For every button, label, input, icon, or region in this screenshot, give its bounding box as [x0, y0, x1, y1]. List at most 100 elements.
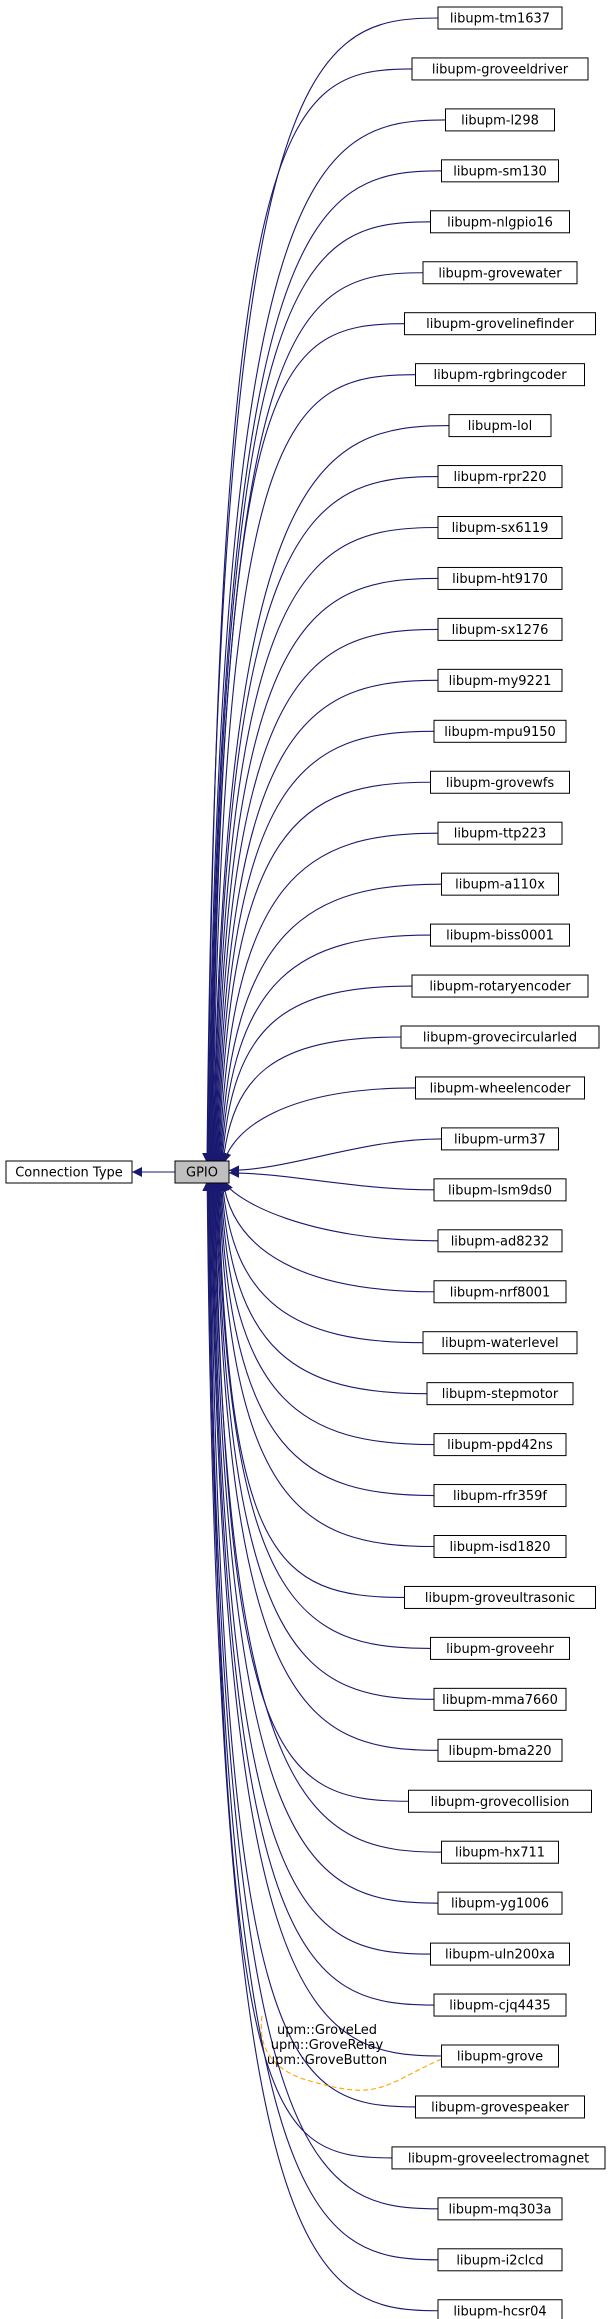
edge-libupm-my9221-gpio [212, 679, 439, 1164]
node-libupm-lol[interactable]: libupm-lol [448, 414, 552, 438]
node-libupm-tm1637[interactable]: libupm-tm1637 [437, 6, 563, 30]
node-libupm-waterlevel[interactable]: libupm-waterlevel [422, 1331, 578, 1355]
node-libupm-rfr359f[interactable]: libupm-rfr359f [433, 1484, 567, 1508]
node-libupm-mma7660[interactable]: libupm-mma7660 [433, 1687, 567, 1711]
node-libupm-rfr359f-box [433, 1484, 567, 1508]
node-libupm-grovelinefinder[interactable]: libupm-grovelinefinder [404, 312, 596, 336]
edge-libupm-ht9170-gpio [210, 577, 439, 1164]
node-libupm-groveultrasonic[interactable]: libupm-groveultrasonic [404, 1585, 596, 1609]
node-libupm-isd1820-box [433, 1535, 567, 1558]
node-libupm-grovecollision-label: libupm-grovecollision [431, 1795, 570, 1810]
edge-libupm-hcsr04-gpio [202, 1180, 439, 2312]
edge-libupm-stepmotor-gpio [217, 1180, 428, 1395]
node-libupm-ttp223[interactable]: libupm-ttp223 [437, 821, 563, 845]
node-libupm-yg1006[interactable]: libupm-yg1006 [437, 1891, 563, 1915]
edge-libupm-grove-gpio [206, 1180, 442, 2057]
node-libupm-groveultrasonic-label: libupm-groveultrasonic [425, 1591, 575, 1606]
node-libupm-ppd42ns[interactable]: libupm-ppd42ns [433, 1433, 567, 1457]
edge-libupm-ttp223-gpio [215, 832, 439, 1164]
node-libupm-rotaryencoder-label: libupm-rotaryencoder [429, 980, 571, 995]
node-libupm-isd1820[interactable]: libupm-isd1820 [433, 1535, 567, 1558]
node-libupm-grovewfs-box [430, 770, 570, 794]
node-libupm-sx6119-box [437, 516, 563, 539]
node-libupm-hcsr04[interactable]: libupm-hcsr04 [437, 2299, 563, 2319]
node-libupm-grovewfs[interactable]: libupm-grovewfs [430, 770, 570, 794]
node-libupm-bma220-box [437, 1738, 563, 1762]
node-libupm-nrf8001[interactable]: libupm-nrf8001 [433, 1280, 567, 1304]
node-libupm-uln200xa[interactable]: libupm-uln200xa [430, 1942, 570, 1966]
node-libupm-groveeldriver[interactable]: libupm-groveeldriver [411, 57, 589, 81]
node-libupm-lsm9ds0[interactable]: libupm-lsm9ds0 [433, 1178, 567, 1202]
node-libupm-rotaryencoder[interactable]: libupm-rotaryencoder [411, 974, 589, 998]
node-libupm-sx6119[interactable]: libupm-sx6119 [437, 516, 563, 539]
node-gpio-label: GPIO [186, 1166, 218, 1181]
edge-libupm-tm1637-gpio [202, 17, 439, 1164]
node-libupm-groveehr-box [430, 1636, 570, 1660]
node-libupm-grovewater[interactable]: libupm-grovewater [422, 261, 578, 285]
node-libupm-grovespeaker[interactable]: libupm-grovespeaker [415, 2095, 585, 2119]
node-libupm-mpu9150-label: libupm-mpu9150 [444, 725, 556, 740]
node-libupm-groveeldriver-box [411, 57, 589, 81]
node-libupm-biss0001[interactable]: libupm-biss0001 [430, 923, 570, 947]
node-libupm-rgbringcoder-label: libupm-rgbringcoder [433, 368, 567, 383]
node-libupm-rpr220-label: libupm-rpr220 [453, 470, 546, 485]
node-libupm-yg1006-box [437, 1891, 563, 1915]
node-libupm-grovewater-box [422, 261, 578, 285]
node-libupm-mq303a[interactable]: libupm-mq303a [437, 2197, 563, 2221]
node-libupm-grovecircularled[interactable]: libupm-grovecircularled [400, 1025, 600, 1049]
node-libupm-my9221-box [437, 668, 563, 692]
node-libupm-my9221-label: libupm-my9221 [449, 674, 552, 689]
node-libupm-grove[interactable]: libupm-grove [441, 2044, 559, 2068]
node-libupm-a110x[interactable]: libupm-a110x [441, 872, 559, 896]
node-libupm-hx711[interactable]: libupm-hx711 [441, 1840, 559, 1864]
node-libupm-wheelencoder[interactable]: libupm-wheelencoder [415, 1076, 585, 1100]
node-libupm-mpu9150[interactable]: libupm-mpu9150 [433, 719, 567, 743]
node-connection-type[interactable]: Connection Type [5, 1160, 133, 1184]
node-libupm-mq303a-label: libupm-mq303a [448, 2202, 551, 2217]
node-libupm-uln200xa-label: libupm-uln200xa [445, 1948, 555, 1963]
node-libupm-grovecollision-box [408, 1789, 592, 1813]
node-libupm-grovespeaker-box [415, 2095, 585, 2119]
node-libupm-bma220[interactable]: libupm-bma220 [437, 1738, 563, 1762]
node-libupm-grovecollision[interactable]: libupm-grovecollision [408, 1789, 592, 1813]
node-libupm-ppd42ns-box [433, 1433, 567, 1457]
node-libupm-ht9170[interactable]: libupm-ht9170 [437, 566, 563, 590]
edge-libupm-rpr220-gpio [209, 476, 439, 1164]
node-libupm-groveelectromagnet[interactable]: libupm-groveelectromagnet [391, 2146, 606, 2170]
node-libupm-mq303a-box [437, 2197, 563, 2221]
node-libupm-rgbringcoder-box [415, 363, 585, 387]
edge-libupm-l298-gpio [203, 119, 446, 1164]
node-libupm-tm1637-label: libupm-tm1637 [450, 12, 550, 27]
node-libupm-hx711-box [441, 1840, 559, 1864]
node-libupm-rpr220[interactable]: libupm-rpr220 [437, 465, 563, 489]
edge-libupm-yg1006-gpio [208, 1180, 439, 1904]
node-gpio[interactable]: GPIO [174, 1160, 230, 1184]
node-libupm-cjq4435-box [433, 1993, 567, 2017]
node-libupm-rgbringcoder[interactable]: libupm-rgbringcoder [415, 363, 585, 387]
node-libupm-waterlevel-box [422, 1331, 578, 1355]
node-libupm-groveehr[interactable]: libupm-groveehr [430, 1636, 570, 1660]
edge-libupm-grovecircularled-gpio [219, 1036, 402, 1164]
edge-libupm-a110x-gpio [215, 883, 442, 1164]
node-libupm-l298[interactable]: libupm-l298 [445, 108, 555, 132]
node-libupm-sm130[interactable]: libupm-sm130 [441, 159, 559, 183]
node-libupm-i2clcd[interactable]: libupm-i2clcd [437, 2248, 563, 2272]
node-libupm-ad8232[interactable]: libupm-ad8232 [437, 1229, 563, 1253]
node-libupm-nlgpio16[interactable]: libupm-nlgpio16 [430, 210, 570, 234]
node-libupm-ht9170-label: libupm-ht9170 [452, 572, 548, 587]
node-libupm-nrf8001-label: libupm-nrf8001 [450, 1285, 551, 1300]
node-libupm-ht9170-box [437, 566, 563, 590]
node-libupm-cjq4435[interactable]: libupm-cjq4435 [433, 1993, 567, 2017]
node-libupm-cjq4435-label: libupm-cjq4435 [449, 1999, 550, 2014]
edge-libupm-groveelectromagnet-gpio [204, 1180, 393, 2159]
node-libupm-ad8232-box [437, 1229, 563, 1253]
node-libupm-my9221[interactable]: libupm-my9221 [437, 668, 563, 692]
node-libupm-sx1276[interactable]: libupm-sx1276 [437, 617, 563, 641]
node-libupm-urm37[interactable]: libupm-urm37 [441, 1127, 559, 1151]
node-libupm-biss0001-box [430, 923, 570, 947]
edge-libupm-bma220-gpio [211, 1180, 439, 1751]
node-libupm-stepmotor[interactable]: libupm-stepmotor [426, 1382, 574, 1406]
edge-libupm-uln200xa-gpio [207, 1180, 431, 1955]
node-libupm-grovelinefinder-box [404, 312, 596, 336]
